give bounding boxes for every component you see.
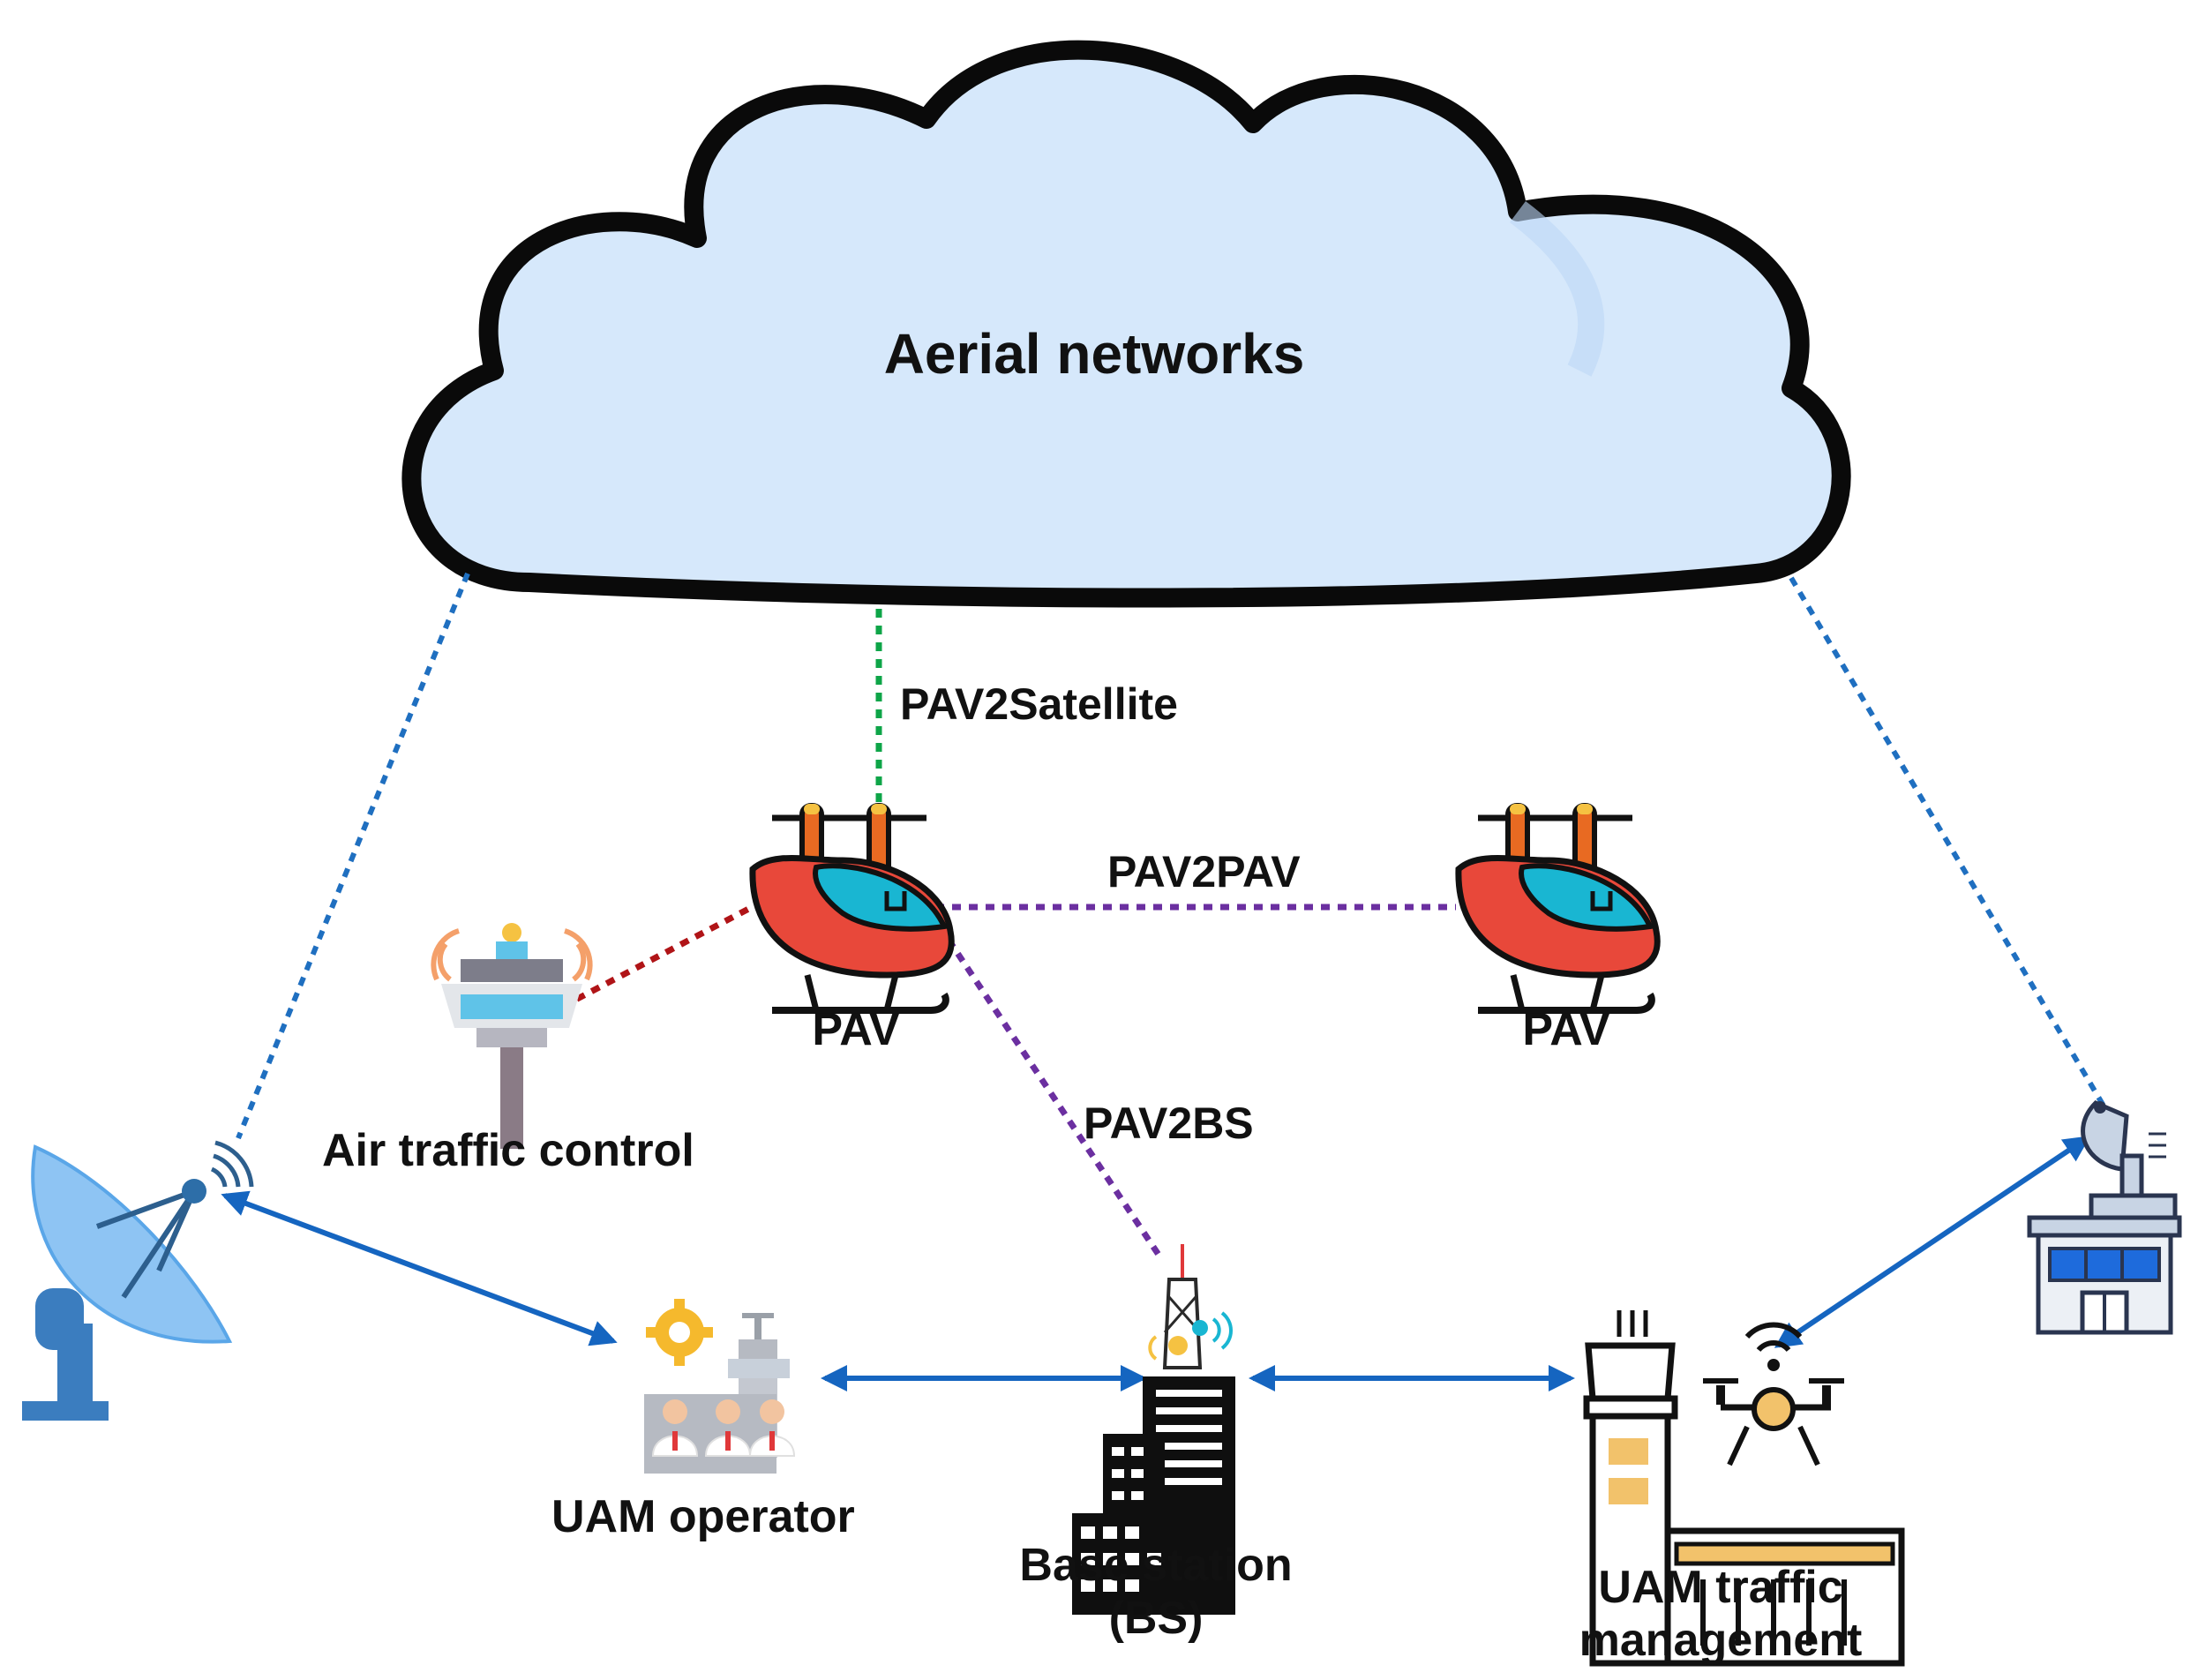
arrow-dish-to-operator xyxy=(221,1190,618,1346)
link-label-pav2satellite: PAV2Satellite xyxy=(900,679,1178,729)
base-station-label-line2: (BS) xyxy=(1108,1592,1204,1644)
uam-traffic-label: UAM traffic management xyxy=(1535,1562,1906,1668)
pav-aircraft-icon xyxy=(1455,803,1661,1014)
arrow-traffic-to-station xyxy=(1774,1136,2091,1348)
satellite-dish-icon xyxy=(22,1140,254,1421)
uam-operator-icon xyxy=(644,1299,796,1474)
ground-radar-station-icon xyxy=(2027,1100,2182,1335)
uam-traffic-label-line1: UAM traffic xyxy=(1598,1562,1843,1613)
pav-right-label: PAV xyxy=(1522,1004,1610,1055)
uam-traffic-management-icon xyxy=(1583,1310,1905,1667)
link-cloud-to-ground-station xyxy=(1789,576,2107,1109)
pav-right xyxy=(1455,803,1661,1014)
pav-left xyxy=(749,803,955,1014)
link-label-pav2pav: PAV2PAV xyxy=(1107,847,1301,896)
link-atc-to-pav xyxy=(545,901,759,1018)
pav-aircraft-icon xyxy=(749,803,955,1014)
cloud-label: Aerial networks xyxy=(883,322,1305,386)
base-station-icon xyxy=(1072,1244,1235,1615)
cloud-icon xyxy=(401,40,1851,608)
link-label-pav2bs: PAV2BS xyxy=(1084,1099,1254,1148)
pav-left-label: PAV xyxy=(812,1004,900,1055)
atc-label: Air traffic control xyxy=(322,1125,694,1176)
control-tower-icon xyxy=(431,923,593,1149)
uam-traffic-label-line2: management xyxy=(1579,1614,1863,1666)
base-station-label: Base station (BS) xyxy=(971,1540,1341,1646)
uam-operator-label: UAM operator xyxy=(551,1491,855,1542)
link-cloud-to-dish xyxy=(236,572,470,1140)
base-station-label-line1: Base station xyxy=(1019,1540,1293,1591)
link-pav2bs xyxy=(946,938,1163,1259)
